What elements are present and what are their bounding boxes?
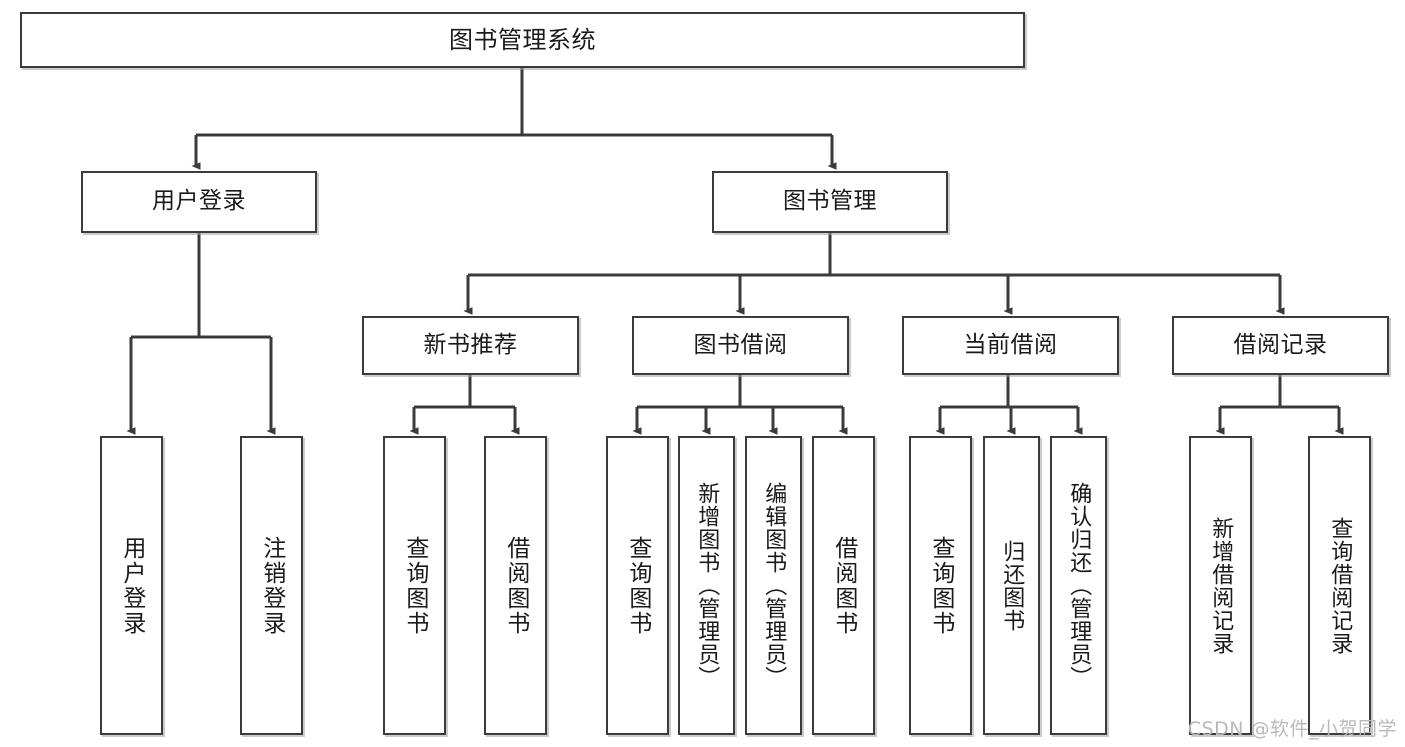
node-leaf-query-book-1[interactable]: 查询图书 xyxy=(383,436,446,735)
node-leaf-query-book-2[interactable]: 查询图书 xyxy=(606,436,669,735)
node-leaf-add-record[interactable]: 新增借阅记录 xyxy=(1189,436,1252,735)
node-borrow-record-label: 借阅记录 xyxy=(1233,331,1328,358)
node-new-book-recommend[interactable]: 新书推荐 xyxy=(362,316,579,375)
node-leaf-return-book-label: 归还图书 xyxy=(999,539,1025,632)
node-borrow-record[interactable]: 借阅记录 xyxy=(1172,316,1389,375)
node-book-manage[interactable]: 图书管理 xyxy=(712,171,948,233)
node-new-book-recommend-label: 新书推荐 xyxy=(423,331,518,358)
node-leaf-query-book-3[interactable]: 查询图书 xyxy=(909,436,972,735)
node-leaf-confirm-return[interactable]: 确认归还（管理员） xyxy=(1050,436,1107,735)
node-leaf-edit-book-label: 编辑图书（管理员） xyxy=(761,482,787,689)
node-leaf-user-login-label: 用户登录 xyxy=(118,535,145,636)
node-book-borrow[interactable]: 图书借阅 xyxy=(632,316,849,375)
node-leaf-add-book[interactable]: 新增图书（管理员） xyxy=(678,436,735,735)
node-leaf-query-record-label: 查询借阅记录 xyxy=(1327,516,1353,655)
node-book-borrow-label: 图书借阅 xyxy=(693,331,788,358)
node-current-borrow-label: 当前借阅 xyxy=(963,331,1058,358)
node-book-manage-label: 图书管理 xyxy=(783,188,877,215)
node-leaf-query-record[interactable]: 查询借阅记录 xyxy=(1308,436,1371,735)
node-leaf-edit-book[interactable]: 编辑图书（管理员） xyxy=(745,436,802,735)
node-leaf-logout[interactable]: 注销登录 xyxy=(240,436,303,735)
node-leaf-add-record-label: 新增借阅记录 xyxy=(1208,516,1234,655)
node-user-login-label: 用户登录 xyxy=(152,188,246,215)
node-leaf-query-book-2-label: 查询图书 xyxy=(624,535,651,636)
node-current-borrow[interactable]: 当前借阅 xyxy=(902,316,1119,375)
node-leaf-query-book-3-label: 查询图书 xyxy=(927,535,954,636)
node-leaf-borrow-book-1[interactable]: 借阅图书 xyxy=(484,436,547,735)
node-leaf-borrow-book-1-label: 借阅图书 xyxy=(502,535,529,636)
node-leaf-logout-label: 注销登录 xyxy=(258,535,285,636)
node-leaf-borrow-book-2[interactable]: 借阅图书 xyxy=(812,436,875,735)
node-leaf-user-login[interactable]: 用户登录 xyxy=(100,436,163,735)
node-root-label: 图书管理系统 xyxy=(449,25,596,54)
node-leaf-confirm-return-label: 确认归还（管理员） xyxy=(1066,482,1092,689)
node-leaf-borrow-book-2-label: 借阅图书 xyxy=(830,535,857,636)
node-root[interactable]: 图书管理系统 xyxy=(20,12,1025,68)
node-leaf-query-book-1-label: 查询图书 xyxy=(401,535,428,636)
node-user-login[interactable]: 用户登录 xyxy=(81,171,317,233)
node-leaf-return-book[interactable]: 归还图书 xyxy=(983,436,1040,735)
node-leaf-add-book-label: 新增图书（管理员） xyxy=(694,482,720,689)
